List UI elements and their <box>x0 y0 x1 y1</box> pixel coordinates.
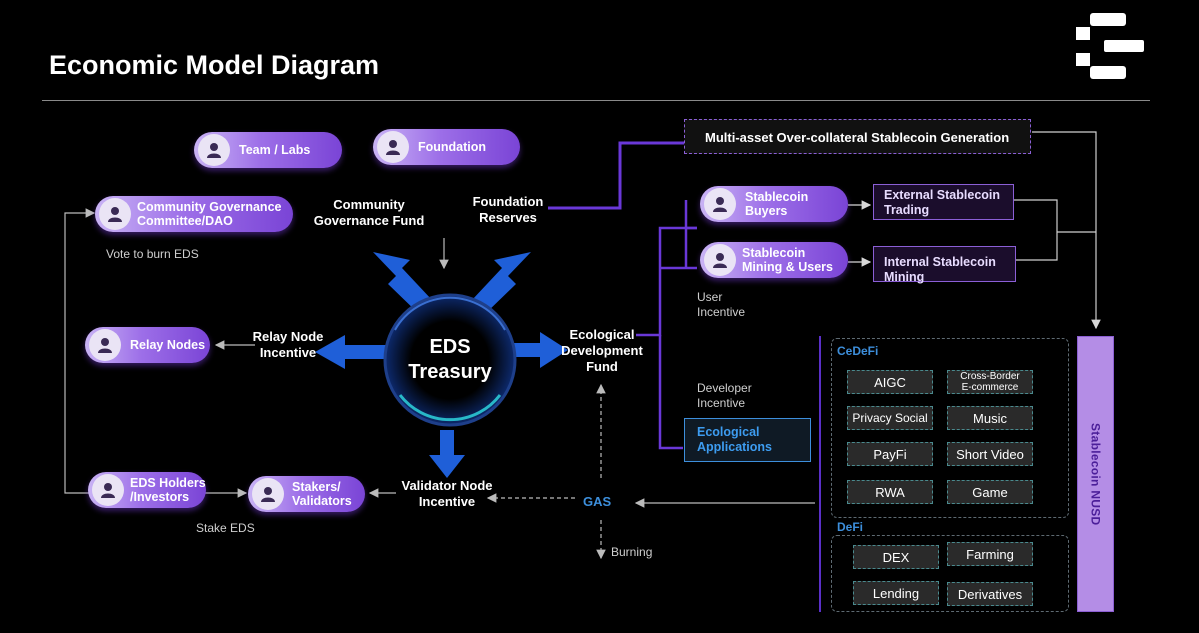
defi-panel <box>831 535 1069 612</box>
app-aigc: AIGC <box>847 370 933 394</box>
stake-note: Stake EDS <box>196 521 255 535</box>
app-derivatives: Derivatives <box>947 582 1033 606</box>
app-lending: Lending <box>853 581 939 605</box>
team-labs-pill[interactable]: Team / Labs <box>194 132 342 168</box>
arrow-up-right <box>472 252 531 315</box>
treasury-arrows <box>315 252 568 478</box>
page-title: Economic Model Diagram <box>49 50 380 80</box>
user-icon <box>99 198 131 230</box>
nusd-label: Stablecoin NUSD <box>1088 422 1103 526</box>
brand-logo <box>1076 13 1144 79</box>
title-divider <box>42 100 1150 101</box>
arrow-down <box>429 430 465 478</box>
arrow-left <box>315 335 395 369</box>
foundation-pill[interactable]: Foundation <box>373 129 520 165</box>
cedefi-panel <box>831 338 1069 518</box>
user-icon <box>198 134 230 166</box>
treasury-ring <box>383 293 517 427</box>
app-game: Game <box>947 480 1033 504</box>
arrow-right <box>502 332 568 368</box>
app-privacy-social: Privacy Social <box>847 406 933 430</box>
defi-label: DeFi <box>837 520 864 534</box>
relay-nodes-pill[interactable]: Relay Nodes <box>85 327 210 363</box>
relay-nodes-label: Relay Nodes <box>130 338 206 352</box>
user-icon <box>704 244 736 276</box>
eds-holders-pill[interactable]: EDS Holders/Investors <box>88 472 206 508</box>
user-icon <box>704 188 736 220</box>
stakers-pill[interactable]: Stakers/Validators <box>248 476 365 512</box>
user-icon <box>92 474 124 506</box>
app-music: Music <box>947 406 1033 430</box>
app-farming: Farming <box>947 542 1033 566</box>
stablecoin-generation-box: Multi-asset Over-collateral Stablecoin G… <box>684 119 1031 154</box>
app-short-video: Short Video <box>947 442 1033 466</box>
burning-note: Burning <box>611 545 653 559</box>
eds-treasury: EDS Treasury <box>408 336 492 383</box>
stablecoin-nusd-bar: Stablecoin NUSD <box>1077 336 1114 612</box>
team-labs-label: Team / Labs <box>239 143 311 157</box>
user-icon <box>377 131 409 163</box>
app-rwa: RWA <box>847 480 933 504</box>
foundation-label: Foundation <box>418 140 487 154</box>
user-icon <box>252 478 284 510</box>
cedefi-label: CeDeFi <box>837 344 879 358</box>
stakers-label: Stakers/Validators <box>292 480 352 508</box>
arrow-up-left <box>373 252 432 315</box>
app-dex: DEX <box>853 545 939 569</box>
app-payfi: PayFi <box>847 442 933 466</box>
gas-label: GAS <box>583 494 612 509</box>
vote-burn-note: Vote to burn EDS <box>106 247 199 261</box>
eds-holders-label: EDS Holders/Investors <box>130 476 206 504</box>
user-icon <box>89 329 121 361</box>
